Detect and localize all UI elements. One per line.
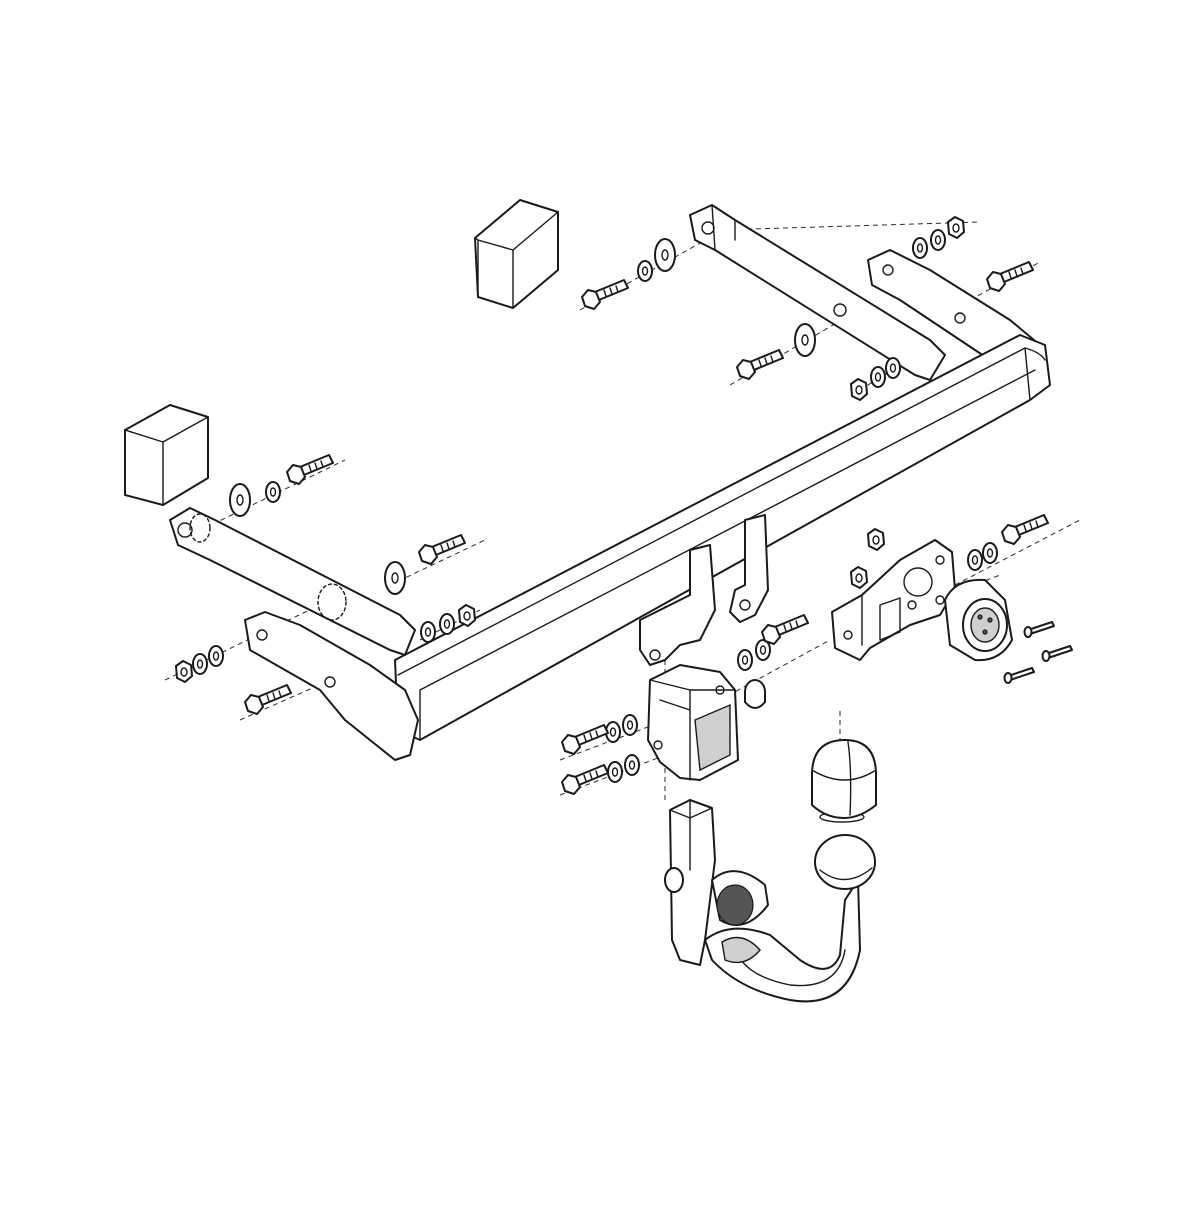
side-bracket-left: [170, 508, 415, 655]
rubber-block-right: [475, 200, 558, 308]
crossbar: [395, 335, 1050, 740]
electrical-socket: [945, 580, 1012, 660]
mounting-plate-left: [245, 612, 418, 760]
center-hanger-bracket: [640, 515, 768, 665]
tow-ball-neck: [665, 800, 875, 1001]
side-bracket-right: [690, 205, 945, 380]
socket-bracket: [832, 540, 955, 660]
receiver-socket: [648, 665, 738, 780]
rubber-block-left: [125, 405, 208, 505]
spacer-sleeve: [745, 680, 765, 708]
ball-cap: [812, 740, 876, 818]
